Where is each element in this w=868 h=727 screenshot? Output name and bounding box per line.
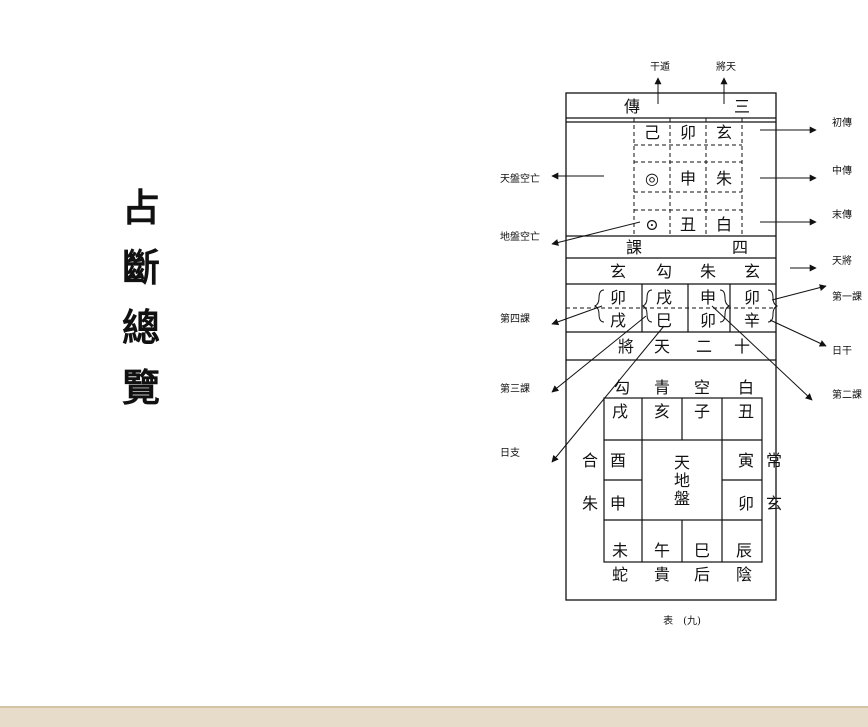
svg-text:后: 后 xyxy=(694,565,710,584)
label-gandun: 干遁 xyxy=(650,60,670,73)
svg-text:申: 申 xyxy=(700,288,716,307)
ke-lower-row: 戌 巳 卯 辛 xyxy=(610,311,760,330)
board-left-jiang: 朱 xyxy=(582,494,598,513)
svg-text:卯: 卯 xyxy=(744,288,760,307)
tianjiang-row: 玄 勾 朱 玄 xyxy=(610,262,760,281)
note-dipan-kongwang: 地盤空亡 xyxy=(500,230,540,243)
svg-text:玄: 玄 xyxy=(744,262,760,281)
svg-text:巳: 巳 xyxy=(656,311,672,330)
svg-text:青: 青 xyxy=(654,378,670,397)
svg-text:空: 空 xyxy=(694,378,710,397)
svg-text:十: 十 xyxy=(734,337,750,356)
board-center: 天 地 盤 xyxy=(674,453,690,508)
svg-text:勾: 勾 xyxy=(656,262,672,281)
header-shier: 將 天 二 十 xyxy=(618,337,750,356)
board-right-branch: 寅 xyxy=(738,451,754,470)
note-ke2: 第二課 xyxy=(832,388,862,401)
label-jiangtian: 將天 xyxy=(716,60,736,73)
right-notes: 初傳 中傳 末傳 天將 第一課 日干 第二課 xyxy=(832,116,862,401)
svg-text:⊙: ⊙ xyxy=(645,215,658,234)
svg-text:戌: 戌 xyxy=(610,311,626,330)
svg-text:戌: 戌 xyxy=(612,402,628,421)
sanchuan-row: 己 卯 玄 xyxy=(644,123,732,142)
board-top-jiang: 勾 青 空 白 xyxy=(614,378,754,397)
svg-text:地: 地 xyxy=(674,471,690,490)
bottom-band xyxy=(0,706,868,727)
svg-text:白: 白 xyxy=(738,378,754,397)
svg-text:蛇: 蛇 xyxy=(612,565,628,584)
title-char: 覽 xyxy=(121,366,160,410)
svg-text:◎: ◎ xyxy=(645,169,659,188)
svg-text:丑: 丑 xyxy=(738,402,754,421)
svg-text:亥: 亥 xyxy=(654,402,670,421)
board-left-branch: 申 xyxy=(610,494,626,513)
svg-text:卯: 卯 xyxy=(700,311,716,330)
svg-text:天: 天 xyxy=(674,453,690,472)
svg-text:卯: 卯 xyxy=(680,123,696,142)
svg-text:天: 天 xyxy=(654,337,670,356)
board-right-branch: 卯 xyxy=(738,494,754,513)
note-tianjiang: 天將 xyxy=(832,254,852,267)
svg-text:玄: 玄 xyxy=(610,262,626,281)
note-rizhi: 日支 xyxy=(500,447,520,459)
svg-text:辰: 辰 xyxy=(736,541,752,560)
board-left-branch: 酉 xyxy=(610,451,626,470)
svg-text:貴: 貴 xyxy=(654,565,670,584)
svg-text:朱: 朱 xyxy=(700,262,716,281)
svg-text:卯: 卯 xyxy=(610,288,626,307)
svg-text:巳: 巳 xyxy=(694,541,710,560)
figure-caption: 表 (九) xyxy=(663,614,701,627)
board-left-jiang: 合 xyxy=(582,451,598,470)
sanchuan-row: ⊙ 丑 白 xyxy=(645,215,732,234)
svg-text:己: 己 xyxy=(644,123,660,142)
board-bottom-jiang: 蛇 貴 后 陰 xyxy=(612,565,752,584)
svg-text:勾: 勾 xyxy=(614,378,630,397)
svg-text:玄: 玄 xyxy=(716,123,732,142)
header-chuan: 傳 xyxy=(624,97,640,116)
title-char: 占 xyxy=(121,186,160,230)
note-ke3: 第三課 xyxy=(500,382,530,395)
note-zhongchuan: 中傳 xyxy=(832,164,852,177)
board-right-jiang: 玄 xyxy=(766,494,782,513)
page-title: 占 斷 總 覽 xyxy=(115,178,167,418)
svg-text:子: 子 xyxy=(694,402,710,421)
svg-text:盤: 盤 xyxy=(674,489,690,508)
note-ke4: 第四課 xyxy=(500,312,530,325)
svg-text:二: 二 xyxy=(696,337,712,356)
header-san: 三 xyxy=(734,97,750,116)
svg-text:午: 午 xyxy=(654,541,670,560)
sanchuan-row: ◎ 申 朱 xyxy=(645,169,732,188)
note-tianpan-kongwang: 天盤空亡 xyxy=(500,172,540,185)
header-si: 四 xyxy=(732,238,748,257)
svg-text:白: 白 xyxy=(716,215,732,234)
svg-text:未: 未 xyxy=(612,541,628,560)
svg-text:申: 申 xyxy=(680,169,696,188)
bottom-divider xyxy=(0,706,868,708)
svg-text:丑: 丑 xyxy=(680,215,696,234)
svg-text:陰: 陰 xyxy=(736,565,752,584)
note-rigan: 日干 xyxy=(832,346,852,357)
svg-text:辛: 辛 xyxy=(744,311,760,330)
note-ke1: 第一課 xyxy=(832,290,862,303)
diagram-frame xyxy=(565,92,777,601)
header-ke: 課 xyxy=(626,238,642,257)
liuren-diagram: 干遁 將天 傳 三 己 卯 玄 ◎ 申 朱 ⊙ 丑 白 課 四 玄 勾 朱 玄 … xyxy=(500,60,862,627)
svg-text:朱: 朱 xyxy=(716,169,732,188)
note-chuchuan: 初傳 xyxy=(832,116,852,129)
ke-upper-row: 卯 戌 申 卯 xyxy=(610,288,760,307)
left-notes: 天盤空亡 地盤空亡 第四課 第三課 日支 xyxy=(500,172,540,459)
title-char: 總 xyxy=(121,306,160,350)
title-char: 斷 xyxy=(121,246,160,290)
board-right-jiang: 常 xyxy=(766,451,782,470)
note-mochuan: 末傳 xyxy=(832,208,852,221)
board-top-branch: 戌 亥 子 丑 xyxy=(612,402,754,421)
board-bottom-branch: 未 午 巳 辰 xyxy=(612,541,752,560)
svg-text:將: 將 xyxy=(618,337,634,356)
svg-text:戌: 戌 xyxy=(656,288,672,307)
